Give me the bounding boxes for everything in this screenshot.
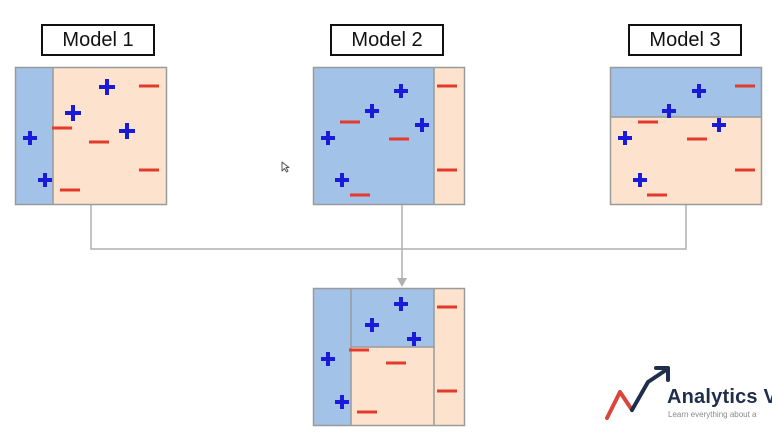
- minus-marker: [89, 140, 109, 144]
- combined-positive-region-top: [351, 288, 434, 347]
- minus-marker: [437, 84, 457, 88]
- minus-marker: [735, 84, 755, 88]
- plus-marker: [23, 131, 37, 145]
- plus-marker: [365, 318, 379, 332]
- model-2-label: Model 2: [330, 24, 444, 56]
- plus-marker: [365, 104, 379, 118]
- minus-marker: [687, 137, 707, 141]
- minus-marker: [437, 305, 457, 309]
- minus-marker: [357, 410, 377, 414]
- minus-marker: [638, 120, 658, 124]
- plus-marker: [407, 332, 421, 346]
- minus-marker: [340, 120, 360, 124]
- logo-tagline: Learn everything about a: [668, 410, 757, 419]
- plus-marker: [65, 105, 81, 121]
- plus-marker: [633, 173, 647, 187]
- plus-marker: [394, 84, 408, 98]
- plus-marker: [321, 131, 335, 145]
- minus-marker: [60, 188, 80, 192]
- minus-marker: [139, 84, 159, 88]
- minus-marker: [52, 126, 72, 130]
- plus-marker: [335, 395, 349, 409]
- plus-marker: [394, 297, 408, 311]
- minus-marker: [735, 168, 755, 172]
- mouse-pointer-icon: [281, 161, 290, 173]
- combined-panel-border: [312, 287, 466, 427]
- plus-marker: [99, 79, 115, 95]
- analytics-vidhya-logo: Analytics V Learn everything about a: [604, 364, 772, 428]
- minus-marker: [437, 389, 457, 393]
- logo-brand-text: Analytics V: [667, 386, 772, 408]
- model-1-label: Model 1: [41, 24, 155, 56]
- minus-marker: [386, 361, 406, 365]
- minus-marker: [139, 168, 159, 172]
- minus-marker: [389, 137, 409, 141]
- panel-2-border: [312, 66, 466, 206]
- plus-marker: [712, 118, 726, 132]
- plus-marker: [335, 173, 349, 187]
- plus-marker: [618, 131, 632, 145]
- plus-marker: [415, 118, 429, 132]
- plus-marker: [119, 123, 135, 139]
- minus-marker: [350, 193, 370, 197]
- plus-marker: [662, 104, 676, 118]
- minus-marker: [349, 348, 369, 352]
- panel-1-border: [14, 66, 168, 206]
- analytics-vidhya-logo-icon: [605, 366, 670, 420]
- plus-marker: [38, 173, 52, 187]
- plus-marker: [321, 352, 335, 366]
- arrow-head: [397, 278, 407, 287]
- panel-3-positive-region: [610, 67, 762, 117]
- connector-line: [90, 205, 687, 250]
- model-3-label: Model 3: [628, 24, 742, 56]
- minus-marker: [437, 168, 457, 172]
- plus-marker: [692, 84, 706, 98]
- minus-marker: [647, 193, 667, 197]
- panel-3-border: [609, 66, 763, 206]
- panel-2-negative-region: [434, 67, 465, 205]
